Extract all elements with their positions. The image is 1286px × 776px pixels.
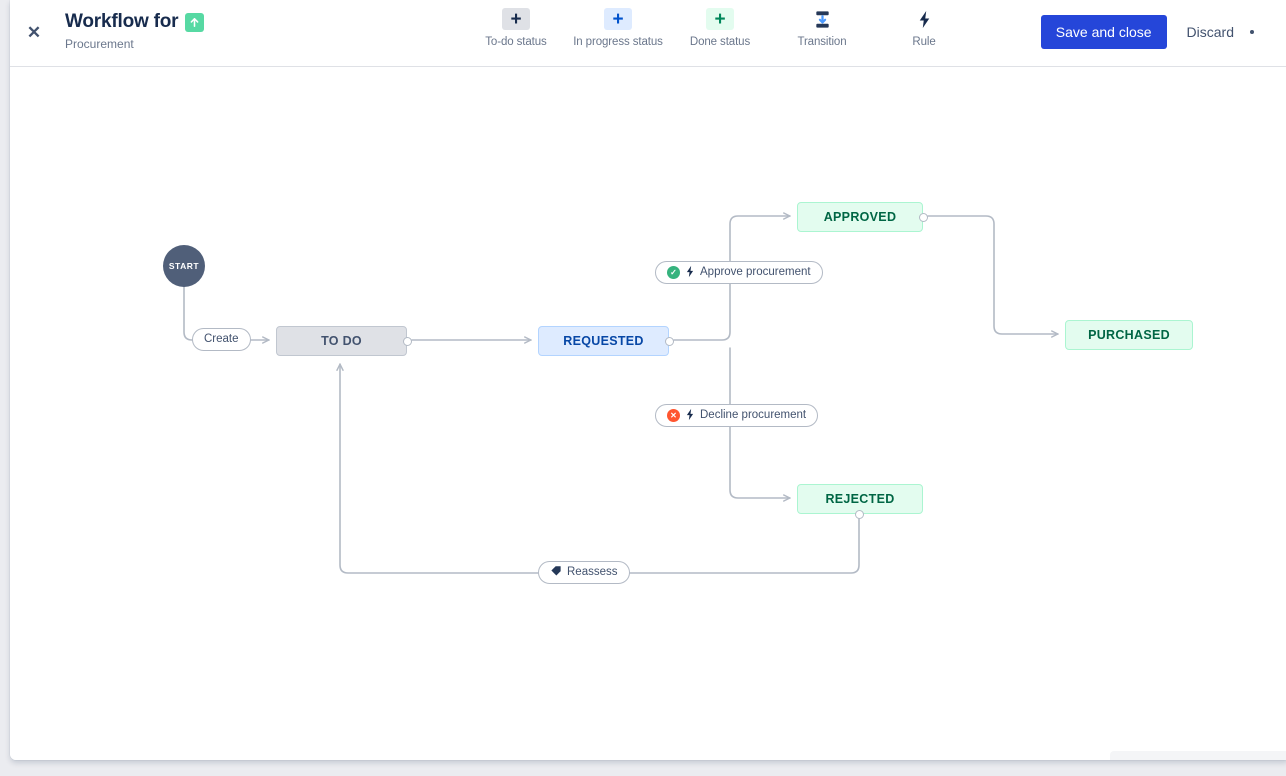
workflow-canvas[interactable]: START TO DO REQUESTED APPROVED REJECTED … <box>10 67 1286 760</box>
toolbar: + To-do status + In progress status + Do… <box>465 8 975 48</box>
transition-label-reassess: Reassess <box>567 565 618 578</box>
rule-bolt-icon <box>910 8 938 30</box>
transition-pill-approve[interactable]: ✓ Approve procurement <box>655 261 823 284</box>
toolbar-item-rule[interactable]: Rule <box>873 8 975 48</box>
connector-dot-rejected-bottom[interactable] <box>855 510 864 519</box>
toolbar-label-inprogress-status: In progress status <box>573 36 663 48</box>
priority-highest-icon <box>185 12 205 32</box>
title-block: Workflow for Procurement <box>65 10 205 52</box>
toolbar-item-inprogress-status[interactable]: + In progress status <box>567 8 669 48</box>
status-check-icon: ✓ <box>667 266 680 279</box>
connector-dot-approved-right[interactable] <box>919 213 928 222</box>
transition-icon <box>808 8 836 30</box>
save-and-close-button[interactable]: Save and close <box>1040 15 1167 49</box>
toolbar-label-done-status: Done status <box>689 36 751 48</box>
add-todo-status-icon: + <box>502 8 530 30</box>
edge-layer <box>183 212 1059 574</box>
transition-pill-create[interactable]: Create <box>192 328 251 351</box>
add-done-status-icon: + <box>706 8 734 30</box>
toolbar-item-transition[interactable]: Transition <box>771 8 873 48</box>
close-icon[interactable]: ✕ <box>26 23 42 42</box>
toolbar-label-todo-status: To-do status <box>485 36 547 48</box>
title-row: Workflow for <box>65 10 205 34</box>
status-node-requested[interactable]: REQUESTED <box>538 326 669 356</box>
connector-dot-todo-right[interactable] <box>403 337 412 346</box>
editor-header: ✕ Workflow for Procurement + To-do statu… <box>10 0 1286 67</box>
toolbar-label-transition: Transition <box>797 36 847 48</box>
start-node[interactable]: START <box>163 245 205 287</box>
transition-label-decline: Decline procurement <box>700 408 807 421</box>
transition-pill-decline[interactable]: ✕ Decline procurement <box>655 404 819 427</box>
transition-label-approve: Approve procurement <box>700 265 811 278</box>
zoom-control <box>1110 751 1286 760</box>
transition-pill-reassess[interactable]: Reassess <box>538 561 630 584</box>
status-cross-icon: ✕ <box>667 409 680 422</box>
zoom-out-icon[interactable] <box>1127 758 1146 760</box>
status-node-rejected[interactable]: REJECTED <box>797 484 923 514</box>
rule-bolt-icon <box>685 265 695 281</box>
status-node-todo[interactable]: TO DO <box>276 326 407 356</box>
connector-dot-requested-right[interactable] <box>665 337 674 346</box>
page-title: Workflow for <box>65 11 179 32</box>
toolbar-item-done-status[interactable]: + Done status <box>669 8 771 48</box>
workflow-editor-panel: ✕ Workflow for Procurement + To-do statu… <box>10 0 1286 760</box>
status-node-purchased[interactable]: PURCHASED <box>1065 320 1193 350</box>
condition-tag-icon <box>550 565 562 580</box>
status-node-approved[interactable]: APPROVED <box>797 202 923 232</box>
discard-button[interactable]: Discard <box>1173 15 1248 49</box>
rule-bolt-icon <box>685 408 695 424</box>
toolbar-item-todo-status[interactable]: + To-do status <box>465 8 567 48</box>
workflow-subtitle: Procurement <box>65 37 134 51</box>
add-inprogress-status-icon: + <box>604 8 632 30</box>
more-options-icon[interactable] <box>1250 18 1274 46</box>
more-dot <box>1250 30 1254 34</box>
header-actions: Save and close Discard <box>1040 15 1274 49</box>
transition-label-create: Create <box>204 332 239 345</box>
toolbar-label-rule: Rule <box>912 36 936 48</box>
